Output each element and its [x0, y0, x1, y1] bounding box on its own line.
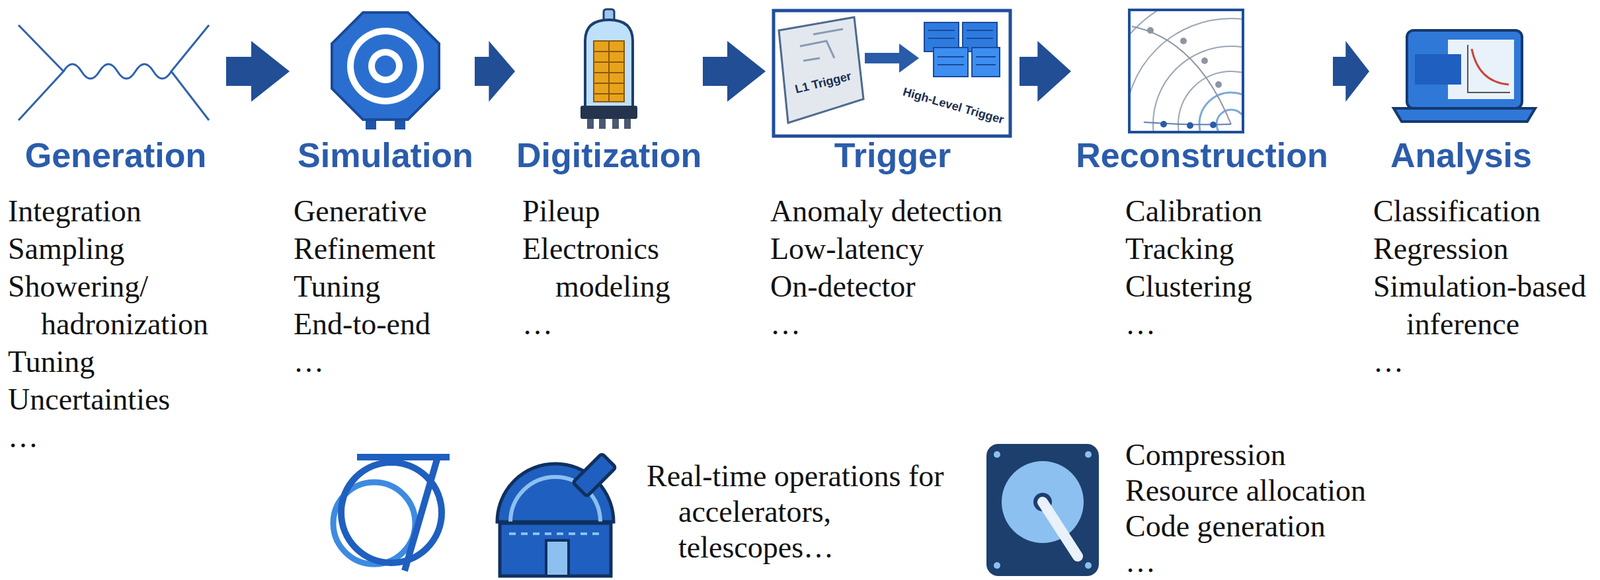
tracking-icon: [1095, 0, 1367, 260]
task-item: Regression: [1373, 230, 1596, 268]
task-item: Pileup: [522, 192, 702, 231]
task-item: End-to-end: [293, 305, 474, 344]
task-item: Classification: [1373, 192, 1596, 231]
flow-arrow: [1019, 40, 1072, 102]
detector-icon: [331, 12, 440, 130]
stage-column: ReconstructionCalibrationTrackingCluster…: [1072, 6, 1332, 344]
flow-arrow: [1332, 40, 1370, 102]
task-item: Electronics modeling: [522, 230, 702, 306]
task-item: …: [293, 343, 474, 381]
task-item: On-detector: [770, 267, 1019, 306]
trigger-label: High-Level Trigger: [901, 85, 1005, 127]
task-item: Low-latency: [770, 230, 1019, 268]
stage-title: Trigger: [834, 135, 951, 176]
task-item: …: [522, 305, 702, 344]
flow-arrow: [474, 40, 516, 102]
stage-column: DigitizationPileupElectronics modeling…: [516, 6, 702, 344]
stage-title: Reconstruction: [1075, 135, 1328, 176]
task-item: Showering/ hadronization: [7, 267, 225, 344]
task-item: Generative: [293, 192, 474, 231]
task-item: Clustering: [1125, 267, 1332, 306]
observatory-icon: [497, 453, 617, 577]
note-text: Real-time operations for accelerators, t…: [646, 458, 957, 566]
stage-title: Digitization: [516, 135, 702, 176]
task-item: Anomaly detection: [770, 192, 1019, 231]
stage-title: Analysis: [1390, 135, 1532, 176]
vacuum-tube: [580, 9, 638, 129]
task-item: Integration: [7, 192, 225, 231]
task-item: Uncertainties: [7, 380, 225, 419]
task-item: Resource allocation: [1125, 473, 1366, 510]
task-item: Sampling: [7, 230, 225, 268]
task-item: …: [1125, 305, 1332, 344]
trigger-icon: [773, 10, 1011, 137]
task-item: Tuning: [293, 267, 474, 306]
stage-title: Generation: [25, 135, 207, 176]
stage-column: SimulationGenerativeRefinementTuningEnd-…: [290, 6, 474, 381]
flow-arrow: [702, 40, 766, 102]
task-item: Tuning: [7, 343, 225, 381]
stage-title: Simulation: [297, 135, 474, 176]
task-item: Simulation-based inference: [1373, 267, 1596, 344]
feynman-diagram: [18, 25, 209, 121]
flow-arrow: [226, 40, 290, 102]
stage-column: GenerationIntegrationSamplingShowering/ …: [6, 6, 225, 457]
hard-drive-icon: [986, 444, 1099, 577]
stage-column: AnalysisClassificationRegressionSimulati…: [1370, 6, 1596, 381]
task-item: Refinement: [293, 230, 474, 268]
accelerator-logo: [333, 457, 450, 572]
task-item: Compression: [1125, 437, 1286, 474]
task-item: …: [770, 305, 1019, 344]
laptop-icon: [1393, 30, 1536, 122]
stage-column: TriggerAnomaly detectionLow-latencyOn-de…: [766, 6, 1019, 344]
task-item: Calibration: [1125, 192, 1332, 231]
task-item: …: [7, 418, 225, 457]
trigger-label: L1 Trigger: [793, 69, 853, 96]
task-item: Tracking: [1125, 230, 1332, 268]
task-item: …: [1125, 544, 1158, 580]
task-item: …: [1373, 343, 1596, 381]
task-item: Code generation: [1125, 509, 1326, 545]
